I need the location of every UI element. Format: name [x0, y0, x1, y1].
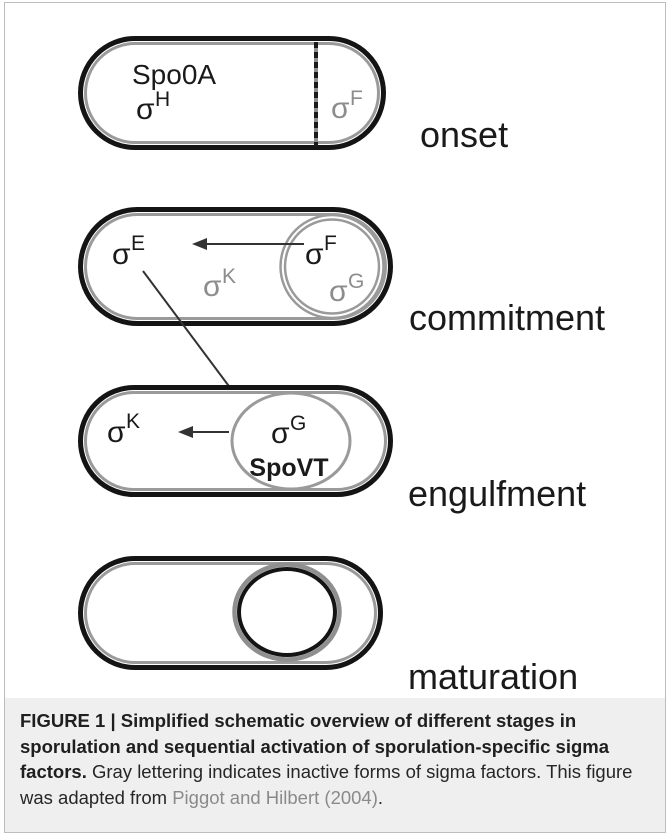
- cell-membrane: [84, 562, 377, 664]
- sigma-superscript: G: [348, 270, 364, 293]
- caption-reference-link[interactable]: Piggot and Hilbert (2004): [172, 786, 378, 808]
- stage-maturation: maturation: [78, 556, 578, 697]
- stage-label: commitment: [409, 297, 605, 338]
- protein-label: Spo0A: [132, 59, 216, 90]
- sigma-superscript: F: [324, 232, 337, 255]
- forespore-inner-membrane: [283, 218, 381, 315]
- sigma-superscript: F: [350, 87, 363, 110]
- caption-title: Simplified schematic overview of differe…: [20, 710, 610, 782]
- cell-outline: [78, 207, 393, 326]
- protein-label: SpoVT: [249, 454, 328, 482]
- sigma-symbol: σ: [203, 270, 222, 303]
- sporulation-diagram: Spo0A σ H σ F onset σ E σ F σ K σ G comm…: [78, 36, 605, 697]
- cell-membrane: [84, 42, 380, 144]
- stage-engulfment: σ K σ G SpoVT engulfment: [78, 385, 586, 514]
- stage-commitment: σ E σ F σ K σ G commitment: [78, 207, 605, 338]
- sigma-symbol: σ: [136, 93, 155, 126]
- spore-outer-coat: [232, 562, 342, 662]
- forespore-membrane: [230, 391, 352, 491]
- stage-label: engulfment: [408, 473, 586, 514]
- sigma-superscript: K: [222, 265, 236, 288]
- activation-arrowhead: [192, 238, 207, 250]
- spore-cortex: [237, 567, 337, 657]
- caption-text: FIGURE 1 | Simplified schematic overview…: [20, 708, 652, 810]
- caption-end: .: [377, 786, 384, 808]
- forespore-outer-membrane: [279, 213, 385, 320]
- cell-membrane: [84, 391, 387, 491]
- sigma-symbol: σ: [107, 416, 126, 449]
- caption-body: Gray lettering indicates inactive forms …: [20, 761, 633, 808]
- sigma-superscript: G: [290, 412, 306, 435]
- sigma-symbol: σ: [305, 238, 324, 271]
- activation-arrowhead: [178, 426, 193, 438]
- cell-outline: [78, 36, 386, 150]
- stage-onset: Spo0A σ H σ F onset: [78, 36, 508, 155]
- sigma-symbol: σ: [329, 275, 348, 308]
- caption-figure-label: FIGURE 1 |: [20, 710, 116, 731]
- sigma-symbol: σ: [271, 417, 290, 450]
- figure-caption: FIGURE 1 | Simplified schematic overview…: [5, 698, 665, 832]
- cell-membrane: [84, 213, 387, 320]
- stage-label: maturation: [408, 656, 578, 697]
- sigma-superscript: K: [126, 410, 140, 433]
- stage-label: onset: [420, 114, 508, 155]
- cell-outline: [78, 556, 383, 670]
- sigma-symbol: σ: [112, 238, 131, 271]
- cell-outline: [78, 385, 393, 497]
- sigma-symbol: σ: [331, 92, 350, 125]
- sigma-superscript: H: [155, 88, 170, 111]
- sigma-superscript: E: [131, 232, 145, 255]
